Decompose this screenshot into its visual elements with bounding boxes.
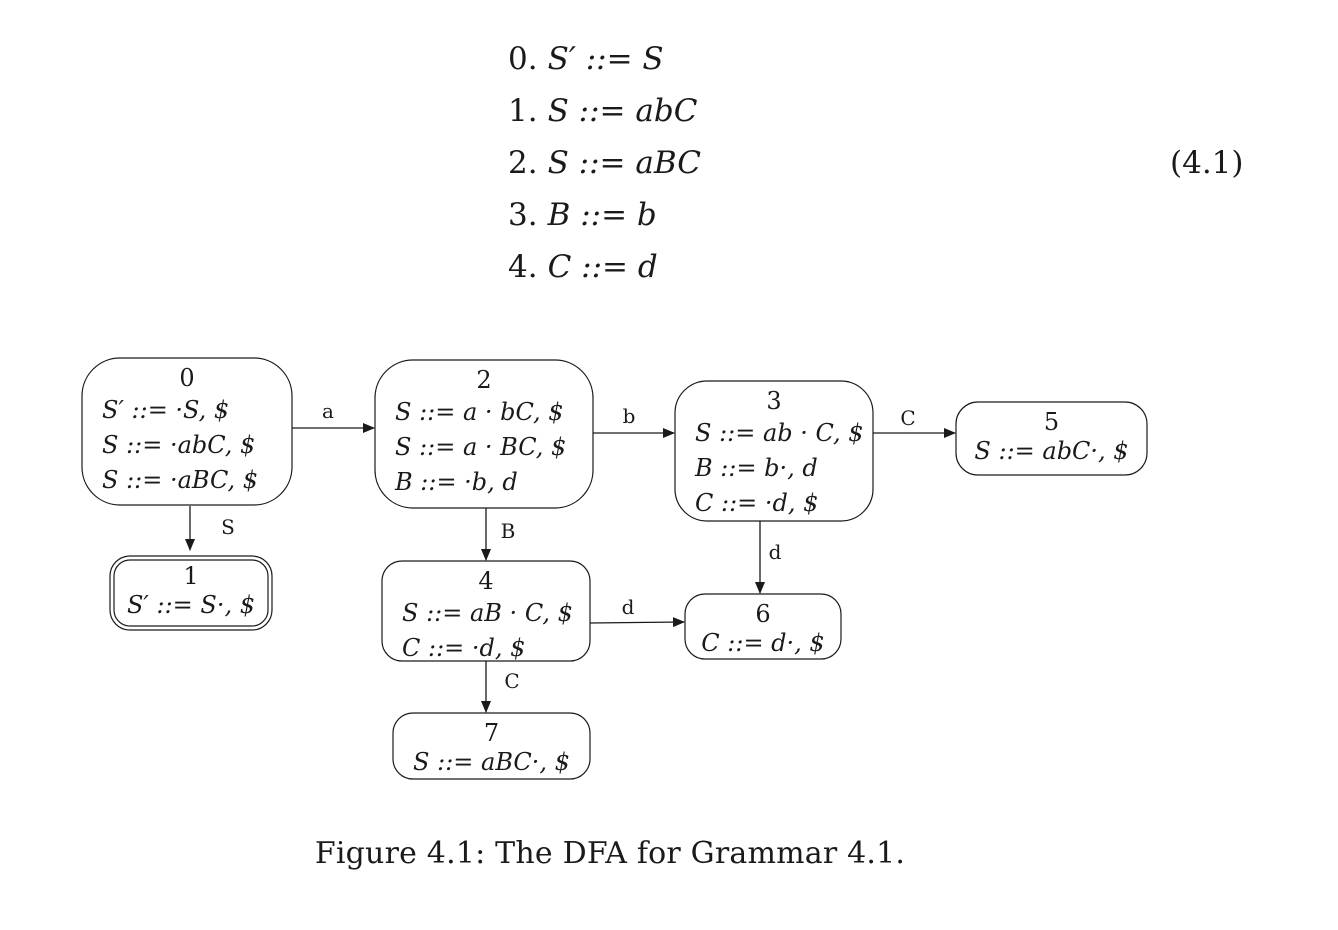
figure-caption: Figure 4.1: The DFA for Grammar 4.1.: [314, 836, 906, 871]
lr-item: C ::= ·d, $: [695, 489, 818, 517]
equation-number: (4.1): [1170, 145, 1244, 181]
state-number: 4: [478, 567, 493, 595]
lr-item: S ::= ·abC, $: [102, 431, 255, 459]
dfa-state-1: 1S′ ::= S·, $: [109, 555, 273, 631]
state-box: [674, 380, 874, 522]
transition-label: C: [504, 669, 519, 693]
transition-label: C: [900, 406, 915, 430]
dfa-state-7: 7S ::= aBC·, $: [392, 712, 591, 780]
dfa-state-0: 0S′ ::= ·S, $S ::= ·abC, $S ::= ·aBC, $: [81, 357, 293, 506]
grammar-rule: 1.S ::= abC: [508, 93, 698, 129]
lr-item: C ::= d·, $: [701, 629, 824, 657]
dfa-state-5: 5S ::= abC·, $: [955, 401, 1148, 476]
lr-item: C ::= ·d, $: [402, 634, 525, 662]
grammar-rule: 2.S ::= aBC: [508, 145, 701, 181]
dfa-state-6: 6C ::= d·, $: [684, 593, 842, 660]
dfa-state-4: 4S ::= aB · C, $C ::= ·d, $: [381, 560, 591, 662]
lr-item: S ::= a · bC, $: [395, 398, 564, 426]
grammar-rule: 3.B ::= b: [508, 197, 657, 233]
transition-label: B: [501, 519, 516, 543]
dfa-state-2: 2S ::= a · bC, $S ::= a · BC, $B ::= ·b,…: [374, 359, 594, 509]
state-box: [81, 357, 293, 506]
lr-item: S ::= aBC·, $: [413, 748, 570, 776]
lr-item: S ::= abC·, $: [974, 437, 1128, 465]
state-number: 1: [183, 562, 198, 590]
lr-item: S ::= ab · C, $: [695, 419, 864, 447]
lr-item: S ::= aB · C, $: [402, 599, 573, 627]
dfa-state-3: 3S ::= ab · C, $B ::= b·, dC ::= ·d, $: [674, 380, 874, 522]
state-box: [392, 712, 591, 780]
grammar-rules: 0.S′ ::= S 1.S ::= abC 2.S ::= aBC 3.B :…: [508, 36, 701, 296]
transition-label: S: [221, 515, 235, 539]
transition-label: b: [623, 404, 636, 428]
state-box: [955, 401, 1148, 476]
state-box: [381, 560, 591, 662]
state-box: [374, 359, 594, 509]
lr-item: S′ ::= S·, $: [127, 591, 255, 619]
lr-item: S ::= ·aBC, $: [102, 466, 258, 494]
state-number: 2: [476, 366, 491, 394]
state-box: [684, 593, 842, 660]
state-number: 3: [766, 387, 781, 415]
transition-label: d: [622, 595, 635, 619]
lr-item: S ::= a · BC, $: [395, 433, 566, 461]
lr-item: B ::= ·b, d: [394, 468, 518, 496]
lr-item: S′ ::= ·S, $: [102, 396, 229, 424]
transition-arrow-4-to-6: [589, 617, 685, 628]
transition-label: d: [769, 540, 782, 564]
state-number: 0: [179, 364, 194, 392]
state-number: 6: [755, 600, 770, 628]
grammar-rule: 4.C ::= d: [508, 249, 658, 285]
state-number: 5: [1044, 408, 1059, 436]
state-box: [109, 555, 273, 631]
accepting-state-border: [113, 559, 269, 627]
grammar-rule: 0.S′ ::= S: [508, 41, 664, 77]
lr-item: B ::= b·, d: [694, 454, 818, 482]
state-number: 7: [484, 719, 499, 747]
transition-label: a: [322, 399, 334, 423]
